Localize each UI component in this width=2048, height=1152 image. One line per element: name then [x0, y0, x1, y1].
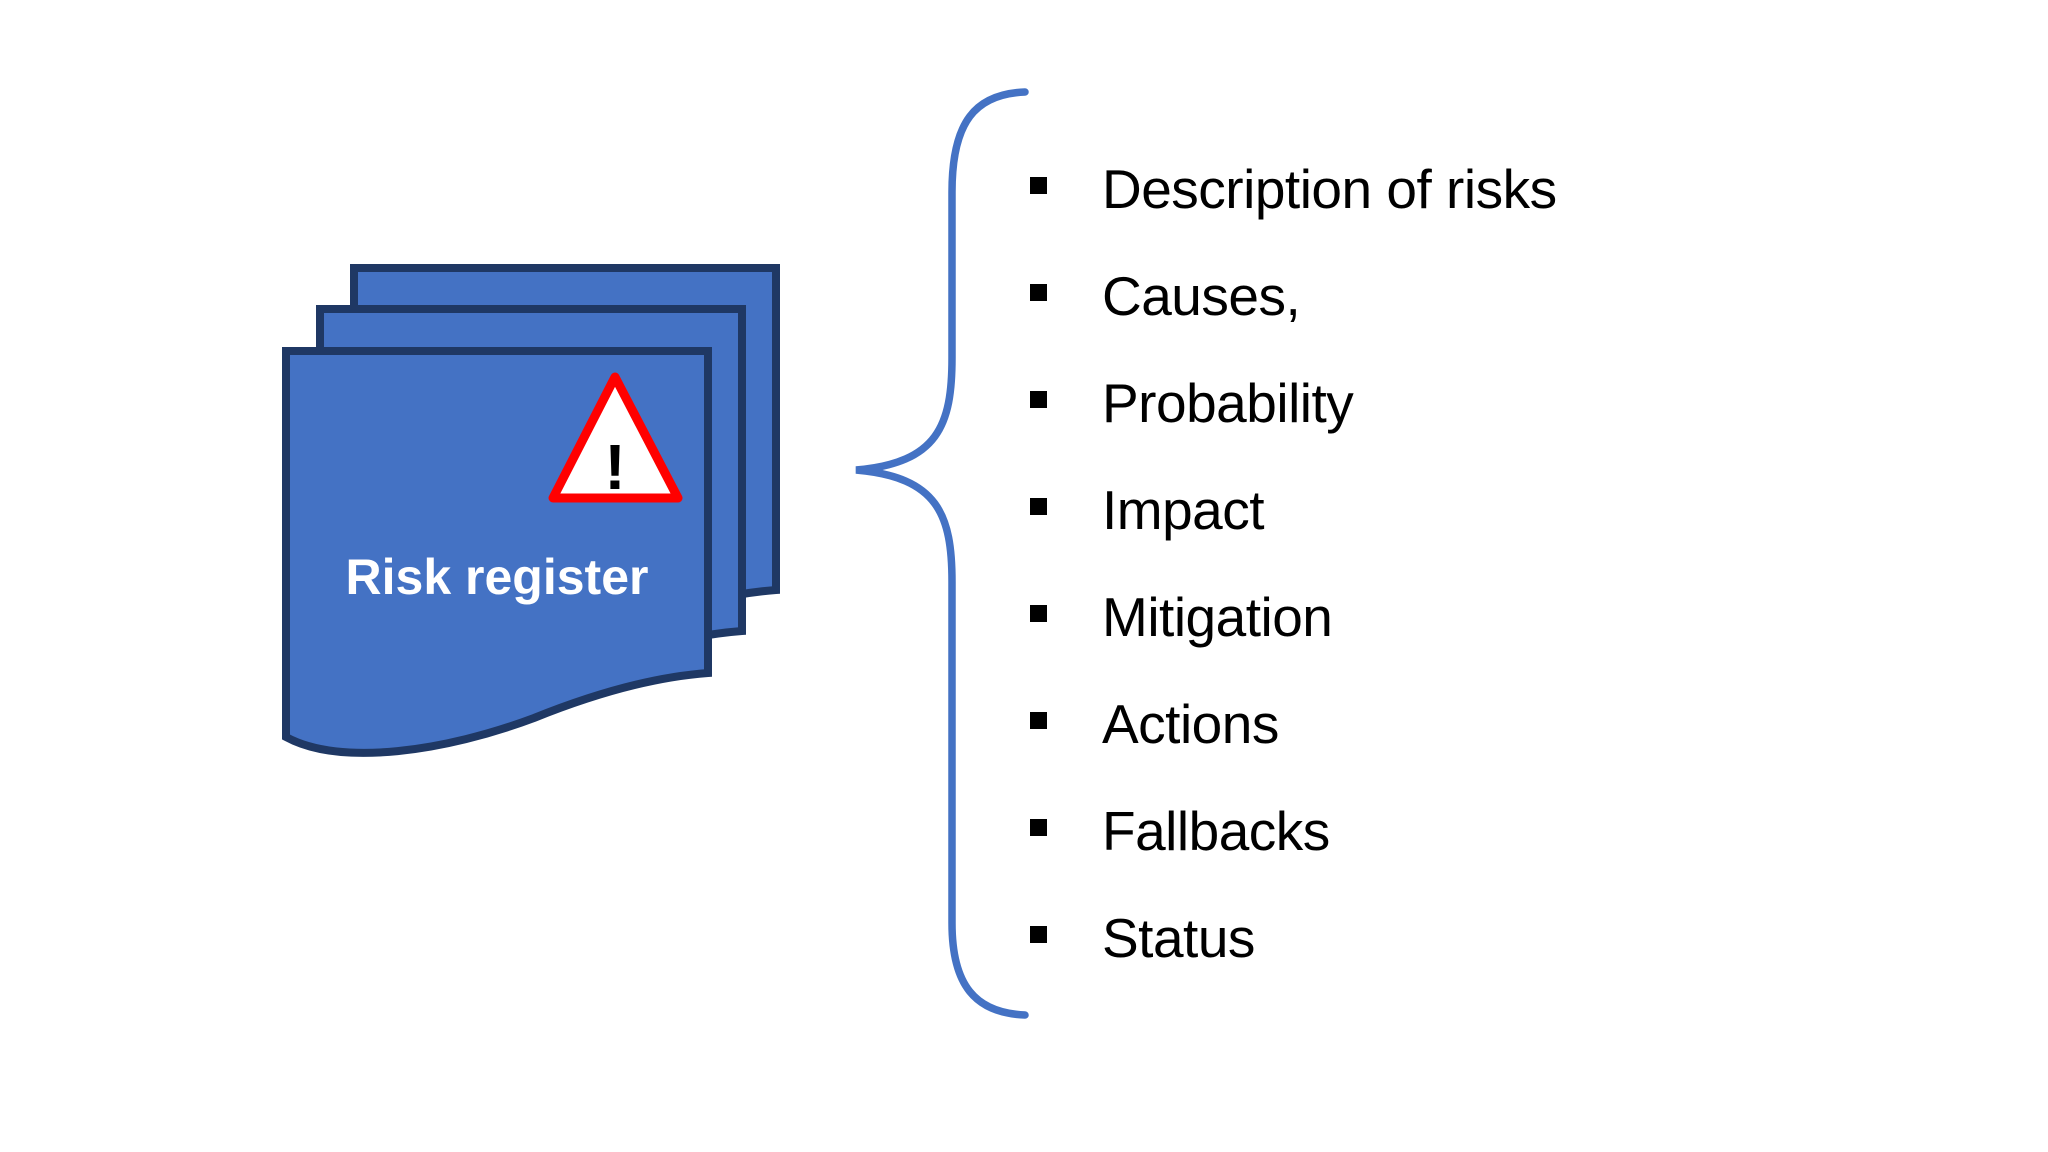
list-item-label: Actions — [1102, 693, 1279, 755]
list-item-label: Mitigation — [1102, 586, 1333, 648]
warning-triangle-icon: ! — [548, 372, 683, 503]
risk-register-label: Risk register — [345, 549, 649, 605]
square-bullet-icon — [1030, 819, 1047, 836]
list-item-label: Probability — [1102, 372, 1354, 434]
square-bullet-icon — [1030, 605, 1047, 622]
left-curly-brace — [855, 88, 1029, 1019]
square-bullet-icon — [1030, 177, 1047, 194]
square-bullet-icon — [1030, 712, 1047, 729]
list-item: Impact — [1030, 457, 1557, 564]
warning-exclamation-glyph: ! — [604, 431, 625, 503]
list-item-label: Status — [1102, 907, 1255, 969]
list-item: Description of risks — [1030, 136, 1557, 243]
risk-attributes-list: Description of risks Causes, Probability… — [1030, 136, 1557, 992]
square-bullet-icon — [1030, 498, 1047, 515]
list-item: Actions — [1030, 671, 1557, 778]
list-item: Mitigation — [1030, 564, 1557, 671]
list-item-label: Fallbacks — [1102, 800, 1330, 862]
list-item: Probability — [1030, 350, 1557, 457]
list-item: Causes, — [1030, 243, 1557, 350]
square-bullet-icon — [1030, 926, 1047, 943]
square-bullet-icon — [1030, 391, 1047, 408]
list-item-label: Impact — [1102, 479, 1265, 541]
list-item-label: Description of risks — [1102, 158, 1557, 220]
list-item: Status — [1030, 885, 1557, 992]
list-item-label: Causes, — [1102, 265, 1301, 327]
list-item: Fallbacks — [1030, 778, 1557, 885]
square-bullet-icon — [1030, 284, 1047, 301]
risk-register-document-stack: ! — [282, 264, 780, 757]
